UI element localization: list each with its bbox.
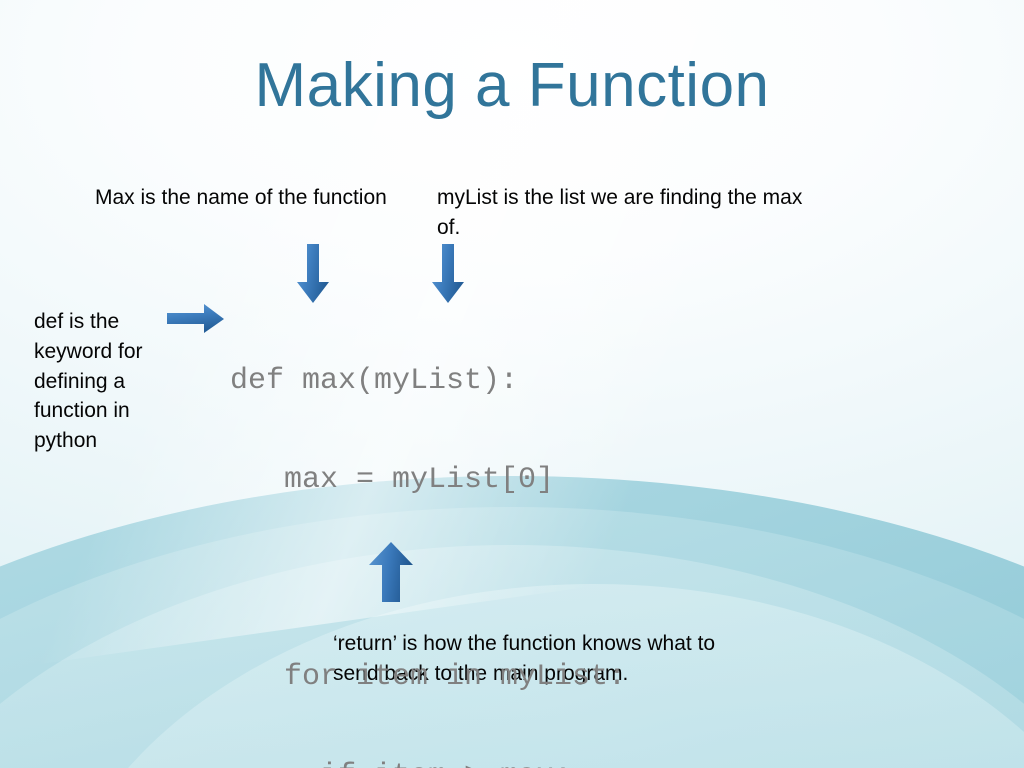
arrow-down-icon bbox=[431, 244, 465, 304]
code-line: max = myList[0] bbox=[230, 463, 555, 497]
arrow-down-icon bbox=[296, 244, 330, 304]
arrow-right-icon bbox=[167, 303, 225, 335]
code-line-blank bbox=[230, 563, 626, 595]
code-line: if item > max: bbox=[230, 760, 626, 768]
callout-mylist: myList is the list we are finding the ma… bbox=[437, 186, 803, 239]
callout-def-keyword: def is the keyword for defining a functi… bbox=[34, 310, 143, 453]
arrow-up-icon bbox=[369, 541, 415, 603]
code-block: def max(myList): max = myList[0] for ite… bbox=[230, 299, 626, 768]
callout-return-explainer: ‘return’ is how the function knows what … bbox=[333, 632, 716, 685]
code-line: def max(myList): bbox=[230, 364, 519, 398]
slide-title: Making a Function bbox=[254, 51, 770, 120]
callout-max-name: Max is the name of the function bbox=[95, 186, 387, 209]
code-line: for item in myList: bbox=[230, 660, 627, 694]
